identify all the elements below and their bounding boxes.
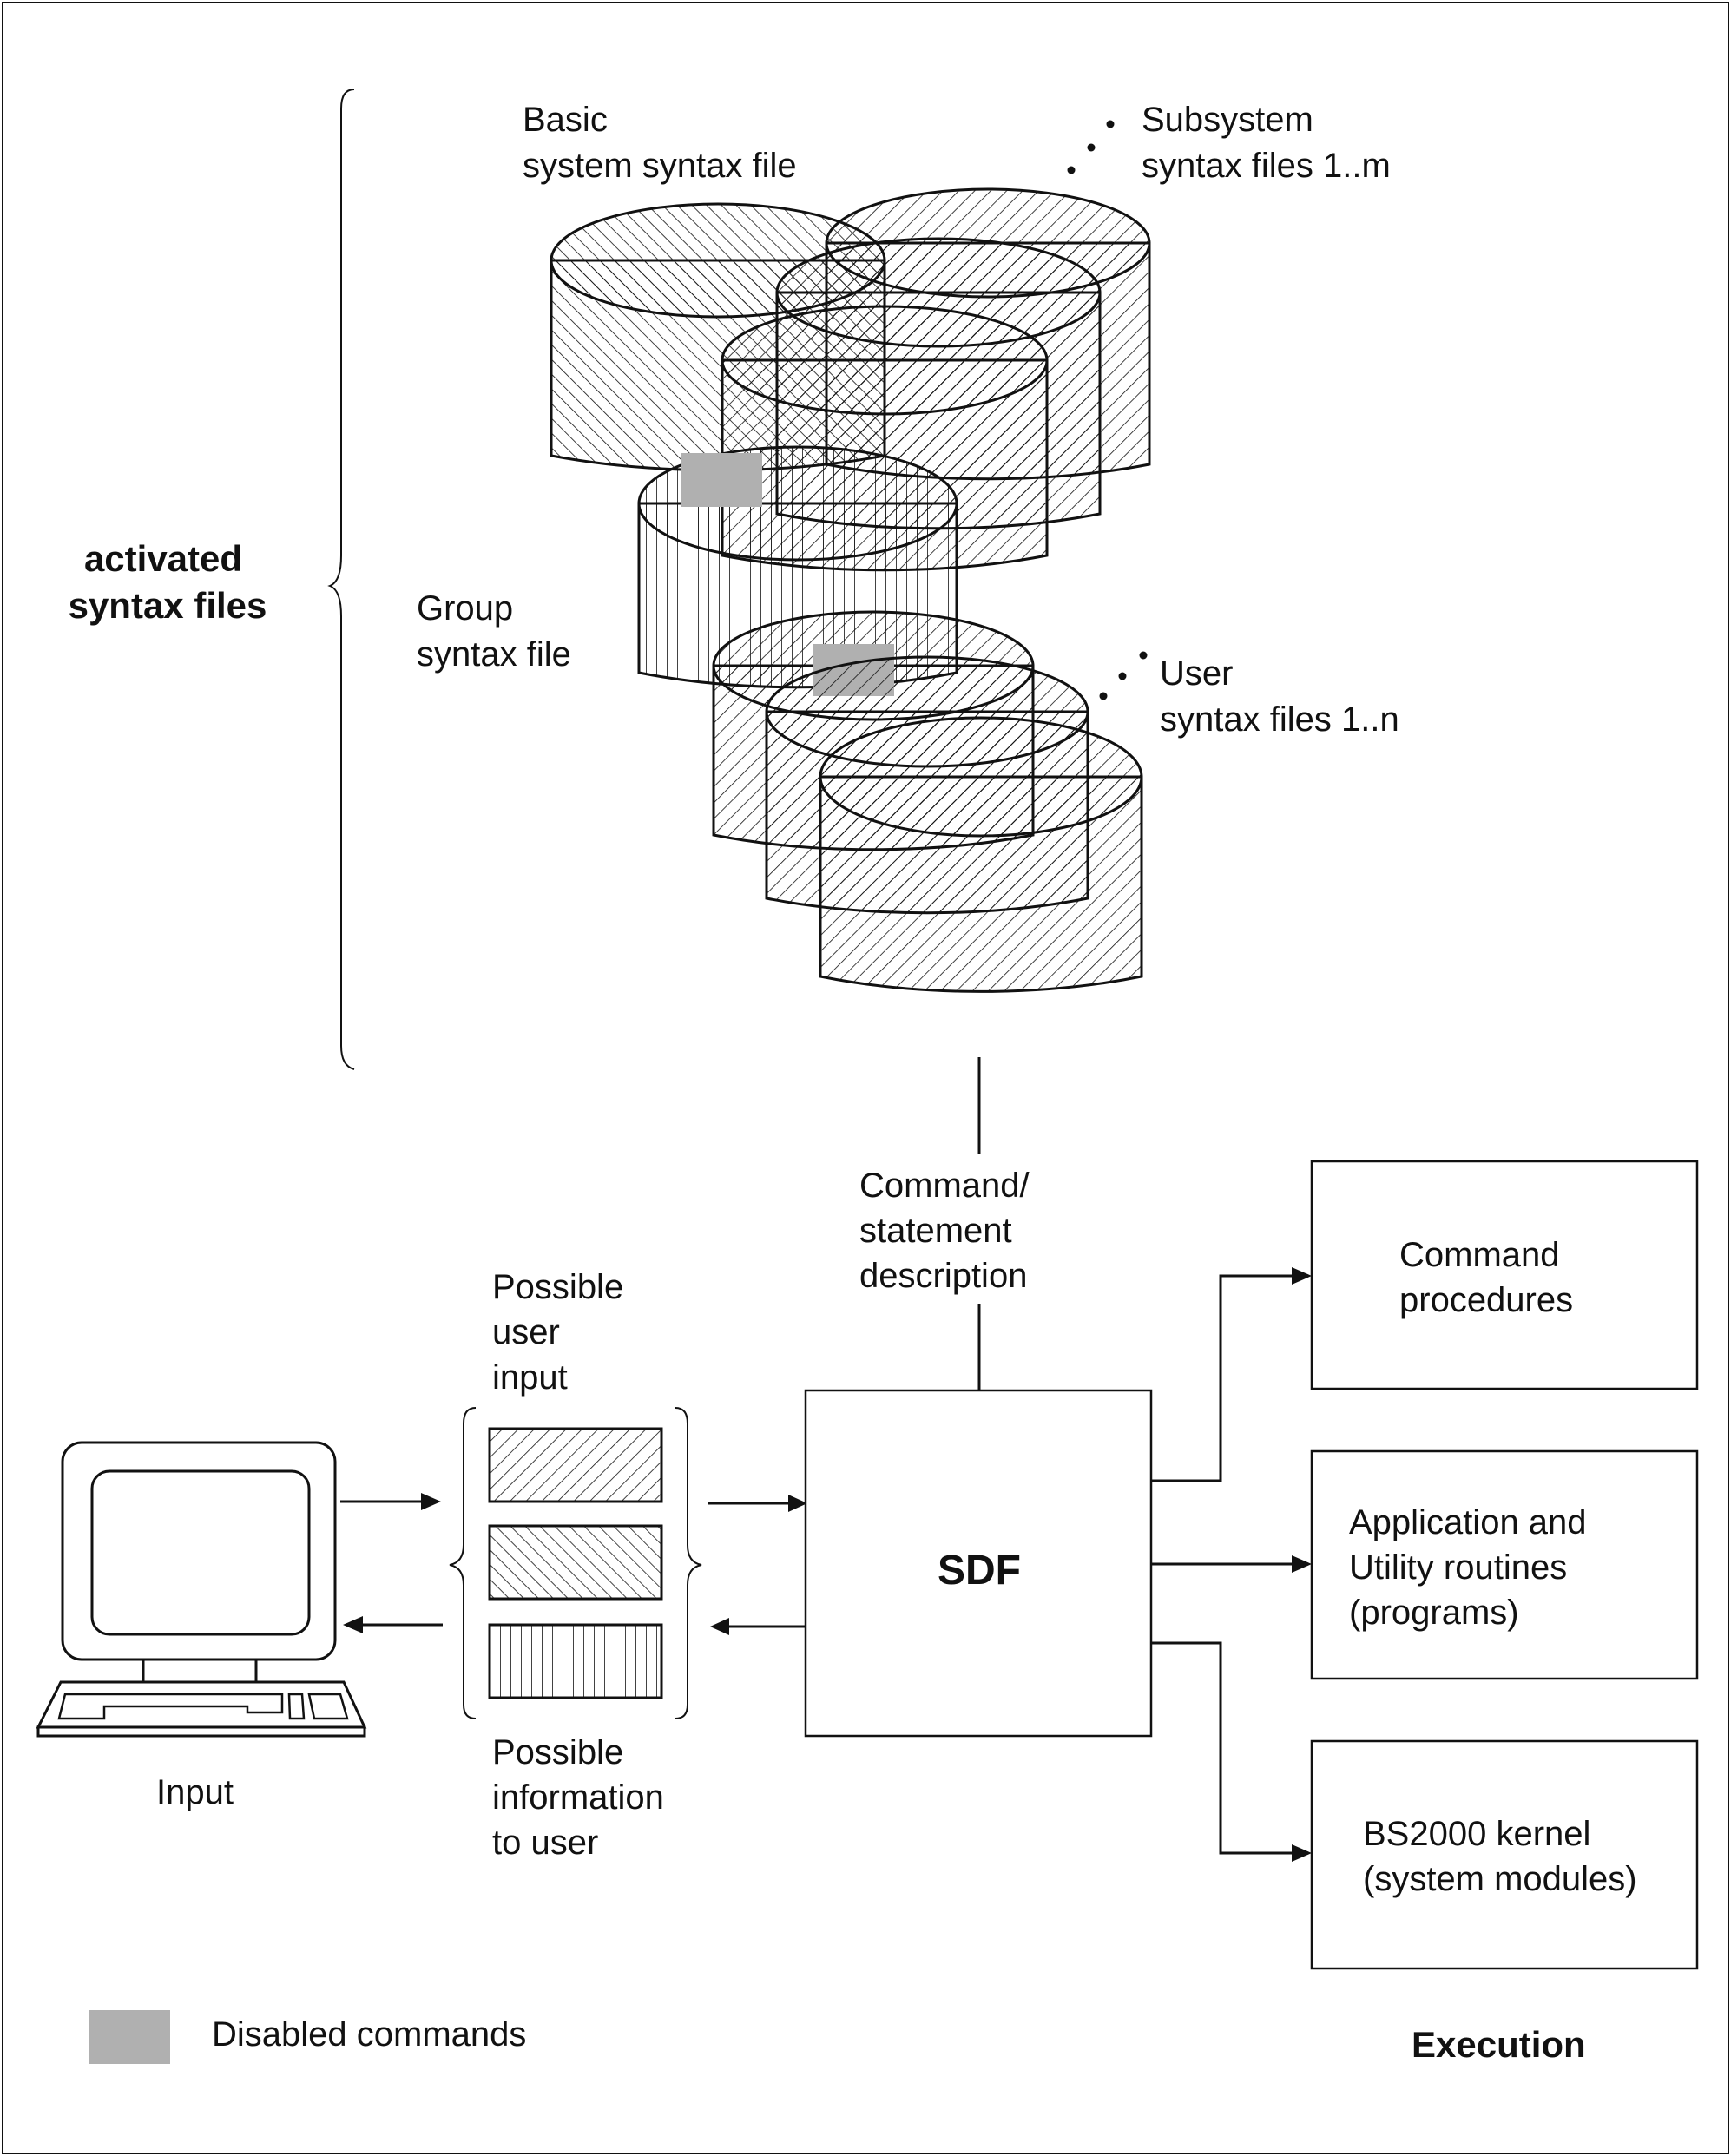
activated-label-line1: activated xyxy=(84,538,242,579)
activated-bracket xyxy=(327,89,355,1070)
cmd-desc-line3: description xyxy=(859,1257,1027,1295)
cmd-desc-line2: statement xyxy=(859,1212,1012,1250)
user-more-dots xyxy=(1099,651,1148,700)
app-line2: Utility routines xyxy=(1349,1548,1567,1587)
sdf-label: SDF xyxy=(938,1548,1021,1594)
group-label-line2: syntax file xyxy=(417,635,571,674)
poss-input-line2: user xyxy=(492,1313,560,1351)
poss-input-line1: Possible xyxy=(492,1268,623,1306)
execution-label: Execution xyxy=(1412,2024,1586,2065)
cmdproc-line2: procedures xyxy=(1399,1281,1573,1319)
command-procedures-box xyxy=(1310,1160,1699,1390)
cmd-desc-line1: Command/ xyxy=(859,1167,1030,1205)
subsystem-label-line2: syntax files 1..m xyxy=(1142,147,1391,185)
subsystem-label-line1: Subsystem xyxy=(1142,101,1313,139)
user-label-line2: syntax files 1..n xyxy=(1160,700,1399,739)
user-input-sample-a xyxy=(488,1427,663,1503)
user-input-sample-c xyxy=(488,1623,663,1699)
subsystem-more-dots xyxy=(1067,120,1115,174)
terminal-icon xyxy=(36,1441,367,1738)
poss-input-line3: input xyxy=(492,1358,568,1397)
legend-disabled-label: Disabled commands xyxy=(212,2015,526,2054)
kernel-box xyxy=(1310,1739,1699,1970)
user-input-sample-b xyxy=(488,1524,663,1601)
poss-info-line2: information xyxy=(492,1778,664,1817)
app-line3: (programs) xyxy=(1349,1594,1519,1632)
poss-info-line3: to user xyxy=(492,1824,598,1862)
activated-label-line2: syntax files xyxy=(69,585,267,626)
group-label-line1: Group xyxy=(417,589,513,628)
kernel-line2: (system modules) xyxy=(1363,1860,1637,1898)
basic-label-line1: Basic xyxy=(523,101,608,139)
left-brace xyxy=(449,1407,477,1719)
poss-info-line1: Possible xyxy=(492,1733,623,1771)
sdf-to-procedures-arrow xyxy=(1151,1274,1292,1482)
sdf-box xyxy=(804,1389,1153,1738)
applications-box xyxy=(1310,1449,1699,1680)
legend-disabled-swatch xyxy=(89,2010,170,2064)
input-label: Input xyxy=(156,1773,234,1811)
app-line1: Application and xyxy=(1349,1503,1587,1541)
sdf-to-kernel-arrow xyxy=(1151,1641,1292,1855)
basic-label-line2: system syntax file xyxy=(523,147,797,185)
kernel-line1: BS2000 kernel xyxy=(1363,1815,1590,1853)
user-label-line1: User xyxy=(1160,654,1233,693)
cmdproc-line1: Command xyxy=(1399,1236,1560,1274)
disabled-commands-group-marker xyxy=(681,453,762,507)
right-brace xyxy=(675,1407,702,1719)
user-cylinder-front xyxy=(819,716,1143,993)
